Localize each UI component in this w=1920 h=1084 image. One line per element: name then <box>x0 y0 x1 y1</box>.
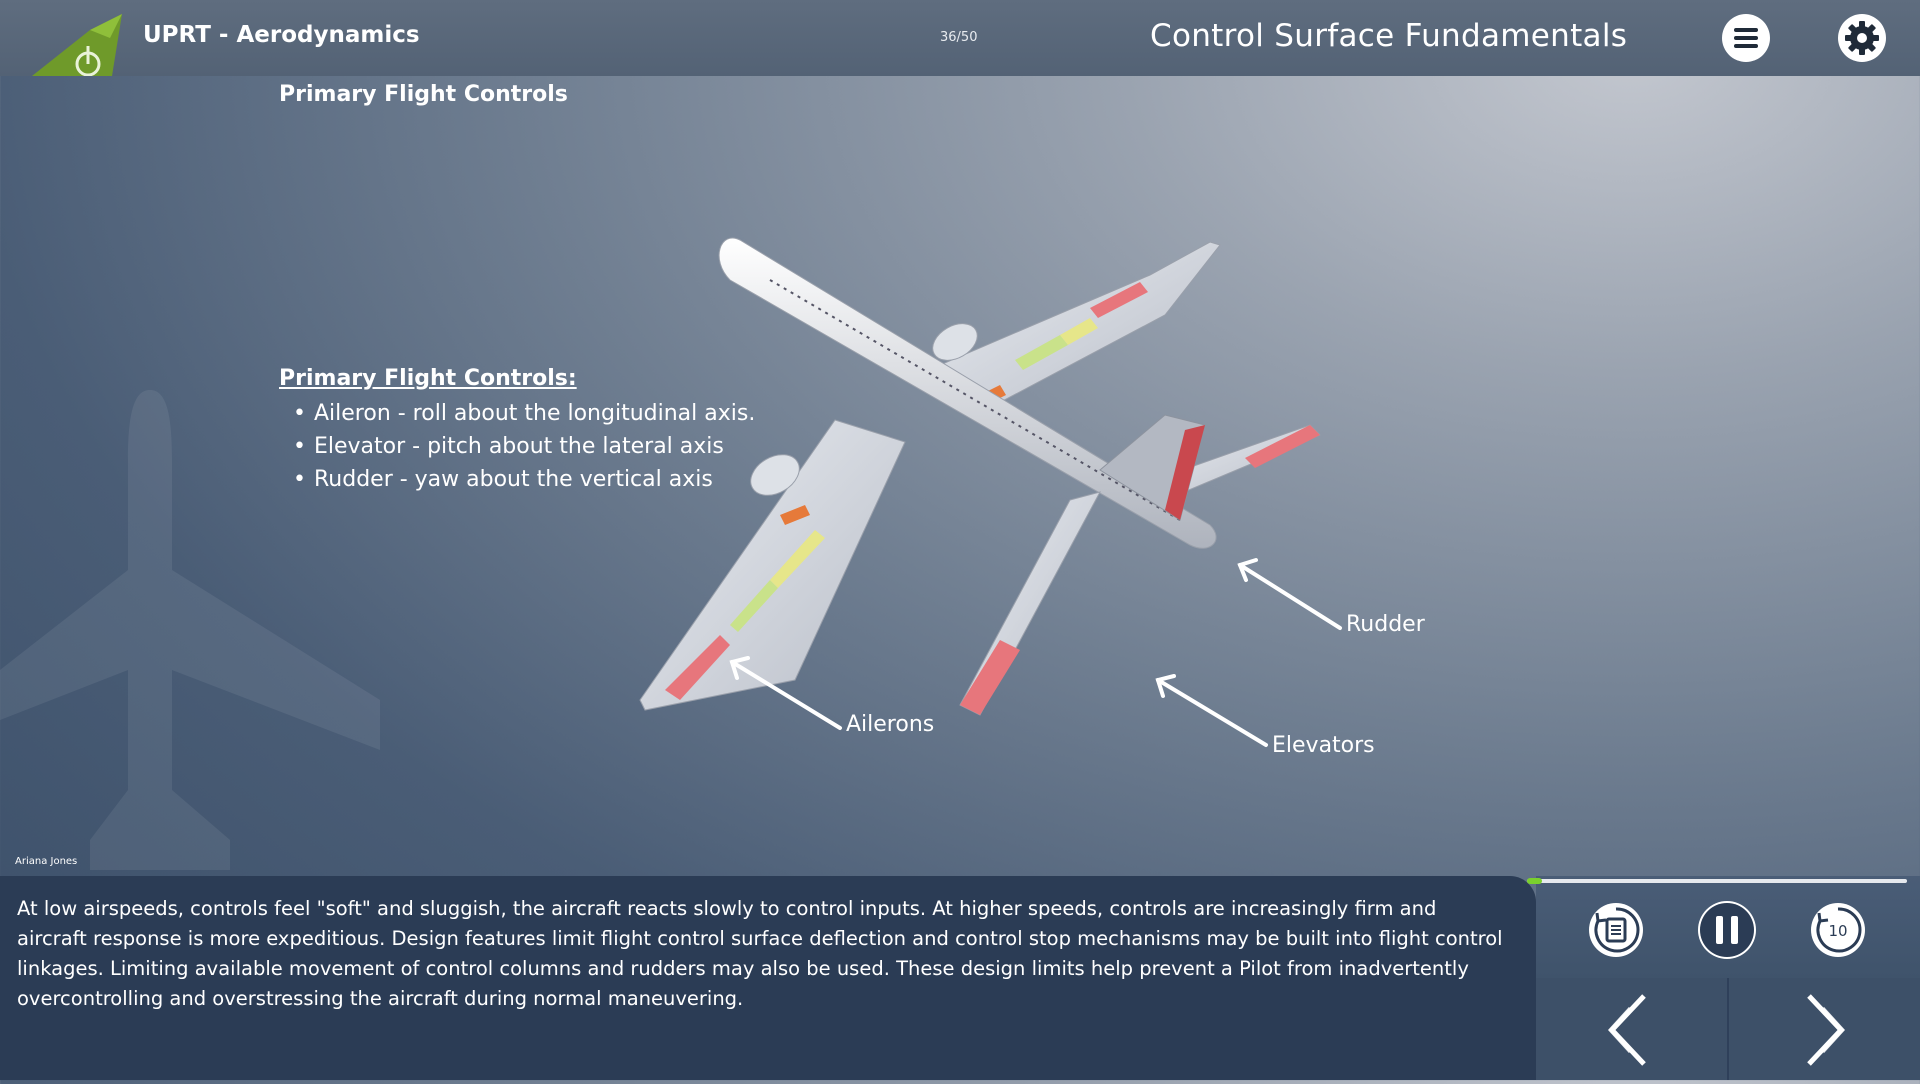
narration-panel: At low airspeeds, controls feel "soft" a… <box>0 876 1536 1080</box>
rewind-10-icon: 10 <box>1811 903 1865 957</box>
progress-fill <box>1527 878 1543 884</box>
previous-button[interactable] <box>1536 978 1727 1080</box>
primary-controls-list: Primary Flight Controls: Aileron - roll … <box>279 366 755 496</box>
hamburger-menu-icon <box>1734 28 1758 48</box>
background-plane-silhouette <box>0 390 380 870</box>
list-item: Elevator - pitch about the lateral axis <box>293 430 755 463</box>
list-item: Rudder - yaw about the vertical axis <box>293 463 755 496</box>
app-title: UPRT - Aerodynamics <box>143 22 420 48</box>
rewind-10-button[interactable]: 10 <box>1808 900 1868 960</box>
transcript-icon <box>1589 903 1643 957</box>
pause-button[interactable] <box>1697 900 1757 960</box>
gear-icon <box>1845 21 1879 55</box>
narration-text: At low airspeeds, controls feel "soft" a… <box>17 897 1503 1010</box>
progress-bar[interactable] <box>1527 878 1907 884</box>
transcript-button[interactable] <box>1586 900 1646 960</box>
settings-button[interactable] <box>1838 14 1886 62</box>
rudder-label: Rudder <box>1346 612 1425 637</box>
menu-button[interactable] <box>1722 14 1770 62</box>
ailerons-label: Ailerons <box>846 712 935 737</box>
player-controls: 10 <box>1536 876 1920 1080</box>
rewind-seconds: 10 <box>1828 922 1847 940</box>
page-counter: 36/50 <box>940 30 978 45</box>
top-bar: UPRT - Aerodynamics 36/50 Control Surfac… <box>0 0 1920 76</box>
narrator-name: Ariana Jones <box>15 856 78 867</box>
nav-divider <box>1727 978 1729 1080</box>
section-title: Primary Flight Controls <box>279 82 568 107</box>
lesson-title: Control Surface Fundamentals <box>1150 18 1628 54</box>
next-button[interactable] <box>1729 978 1920 1080</box>
tail-logo-icon <box>32 14 122 76</box>
previous-chevron-icon <box>1607 994 1646 1066</box>
next-chevron-icon <box>1807 994 1846 1066</box>
aircraft-illustration <box>639 237 1321 716</box>
list-heading: Primary Flight Controls: <box>279 366 577 391</box>
list-item: Aileron - roll about the longitudinal ax… <box>293 397 755 430</box>
pause-icon <box>1698 901 1756 959</box>
elevators-label: Elevators <box>1272 733 1375 758</box>
